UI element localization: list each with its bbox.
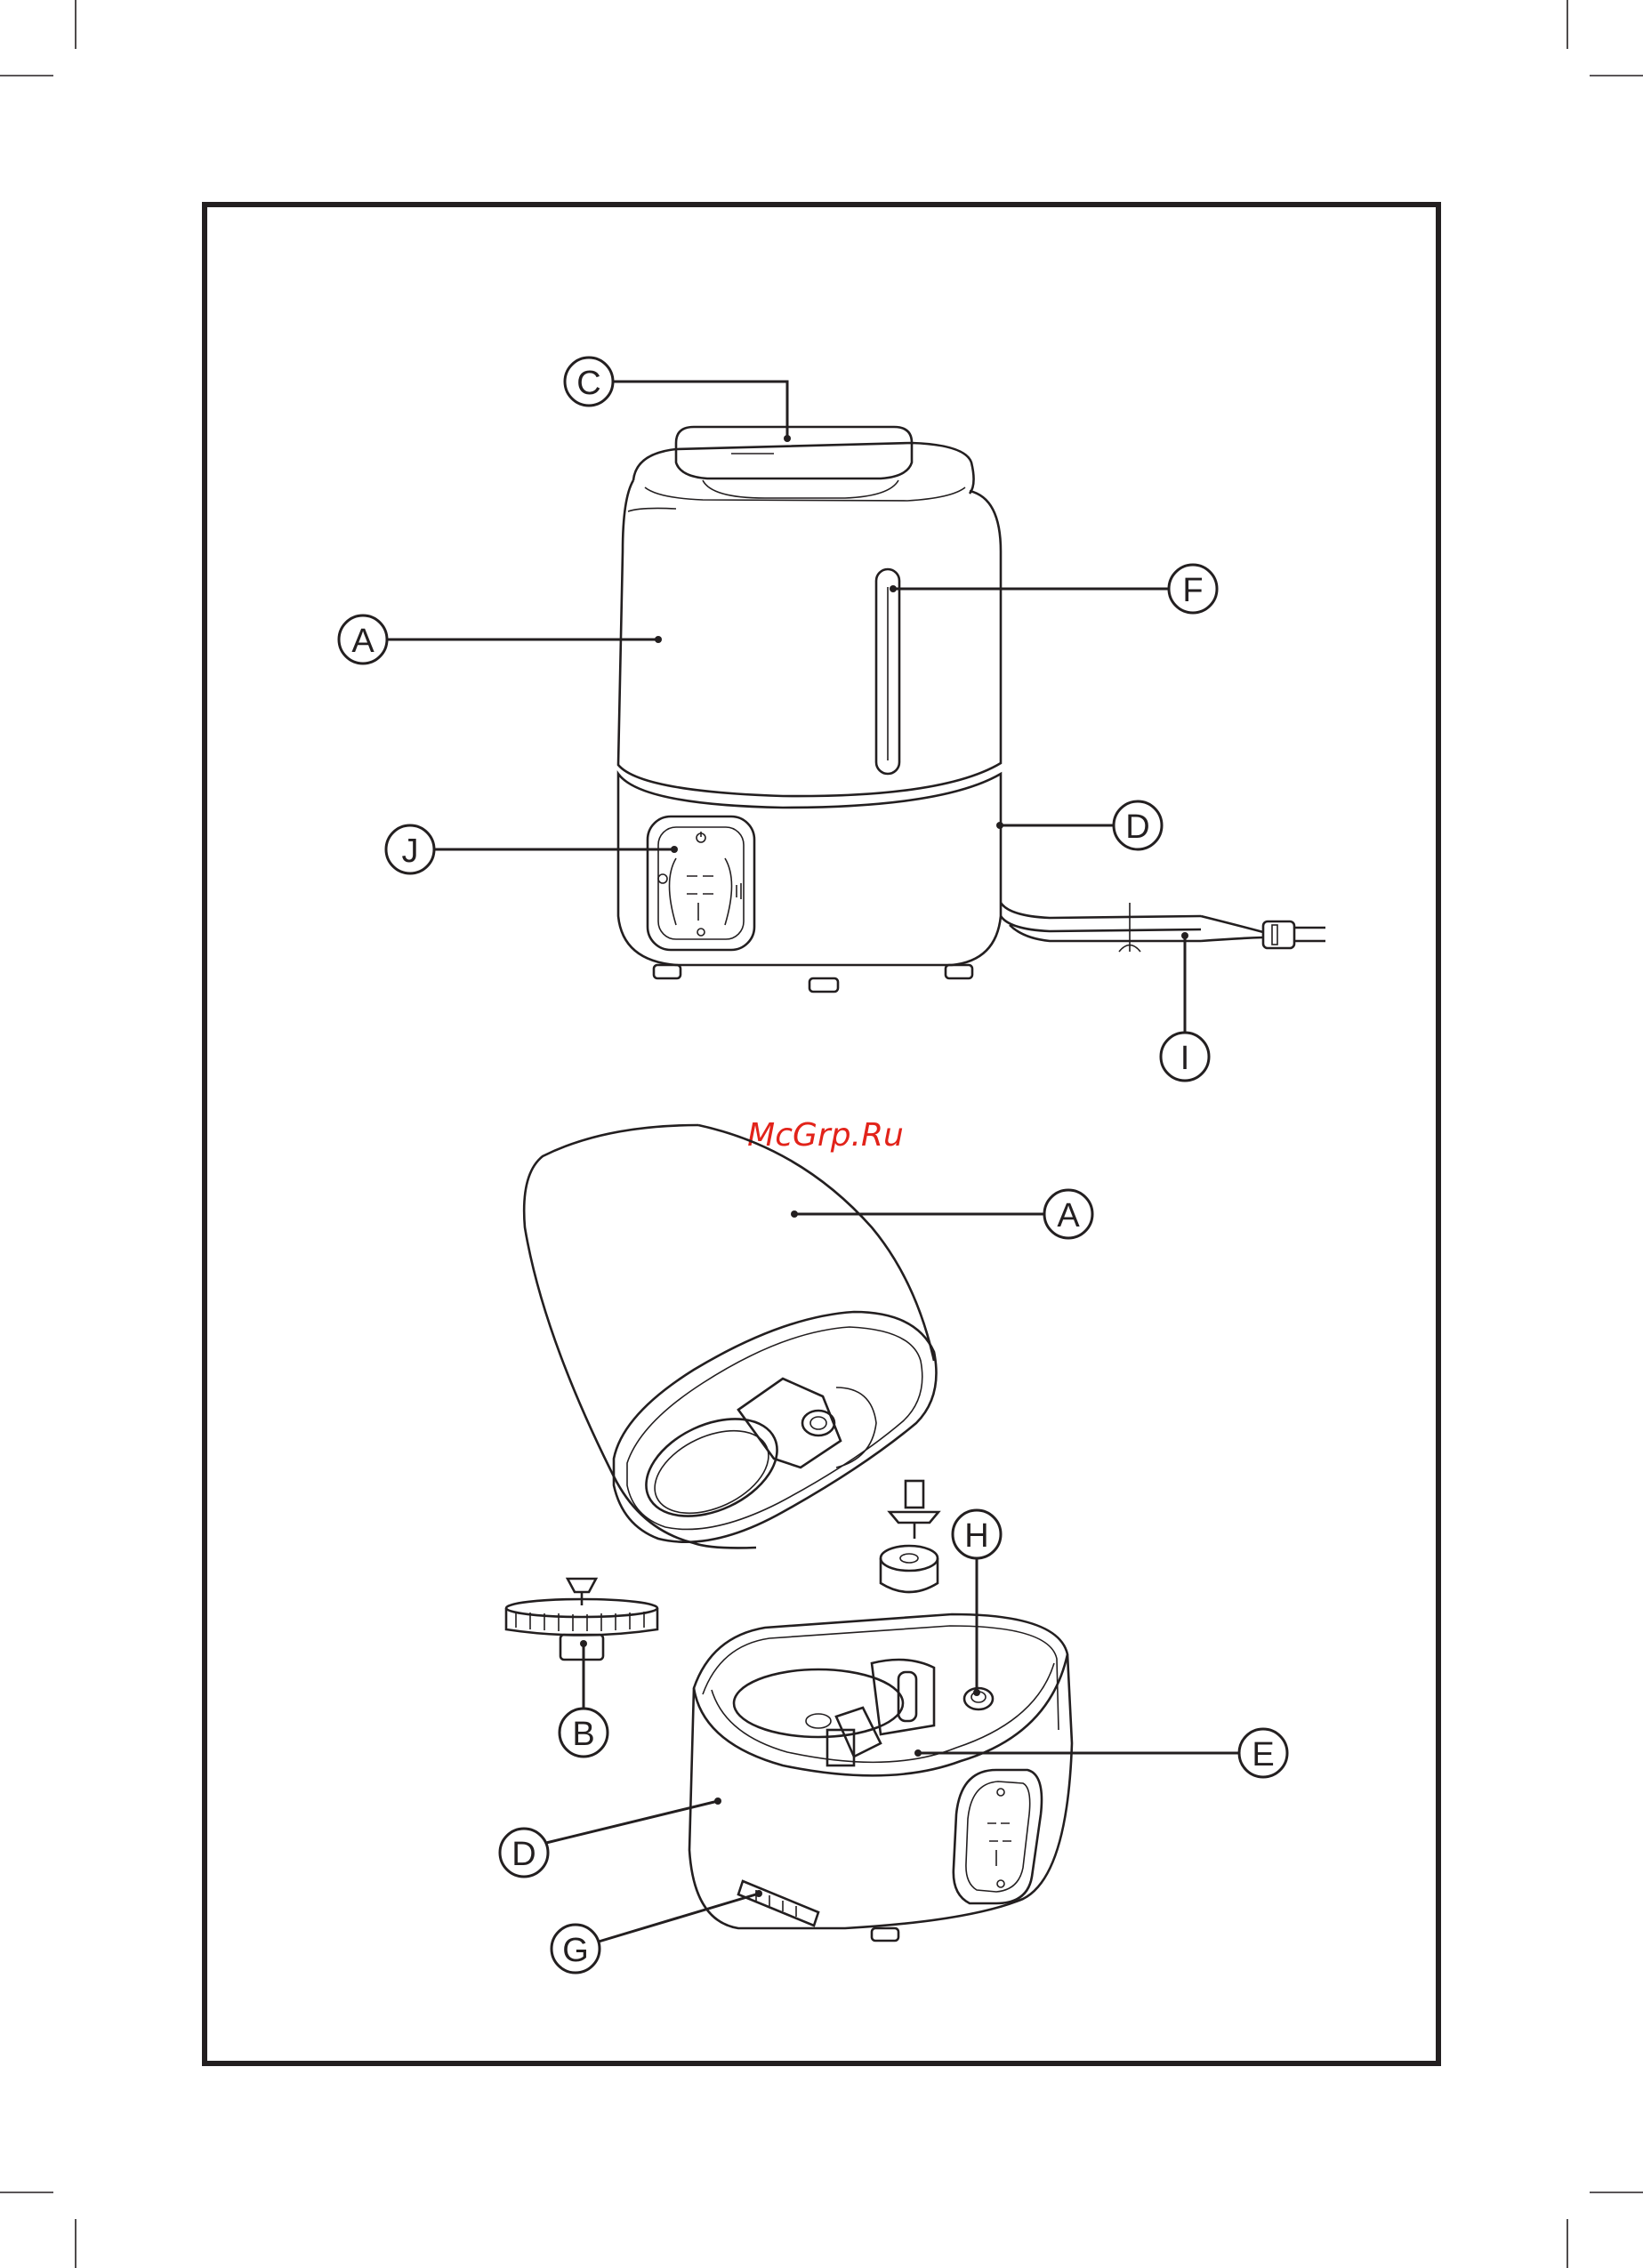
callout-a-bottom-label: A (1057, 1197, 1080, 1235)
callout-d-top-label: D (1125, 808, 1149, 846)
watermark: McGrp.Ru (747, 1117, 904, 1154)
callout-c-label: C (576, 365, 600, 402)
callout-e-label: E (1252, 1736, 1274, 1773)
callout-e: E (914, 1729, 1287, 1777)
callout-j-label: J (402, 832, 419, 870)
callout-b-label: B (572, 1716, 594, 1753)
callout-f: F (890, 565, 1217, 613)
assembled-humidifier (618, 427, 1325, 992)
exploded-tank (524, 1125, 936, 1548)
callout-i: I (1161, 932, 1209, 1081)
callout-b: B (560, 1640, 608, 1757)
callout-d-bottom-label: D (511, 1836, 536, 1873)
float-parts (881, 1481, 938, 1592)
callout-g: G (552, 1890, 762, 1973)
callout-a-top-label: A (351, 623, 375, 660)
callout-g-label: G (562, 1932, 589, 1969)
mist-disc (506, 1579, 657, 1660)
callout-a-top: A (339, 615, 662, 664)
exploded-base (689, 1614, 1072, 1941)
callout-a-bottom: A (791, 1190, 1092, 1238)
callout-d-bottom: D (500, 1798, 721, 1877)
callout-d-top: D (996, 801, 1162, 849)
callout-i-label: I (1180, 1040, 1190, 1077)
callout-c: C (565, 358, 791, 442)
callout-j: J (386, 825, 678, 873)
callout-h: H (953, 1510, 1001, 1696)
callout-f-label: F (1182, 572, 1203, 609)
callout-h-label: H (964, 1517, 988, 1555)
